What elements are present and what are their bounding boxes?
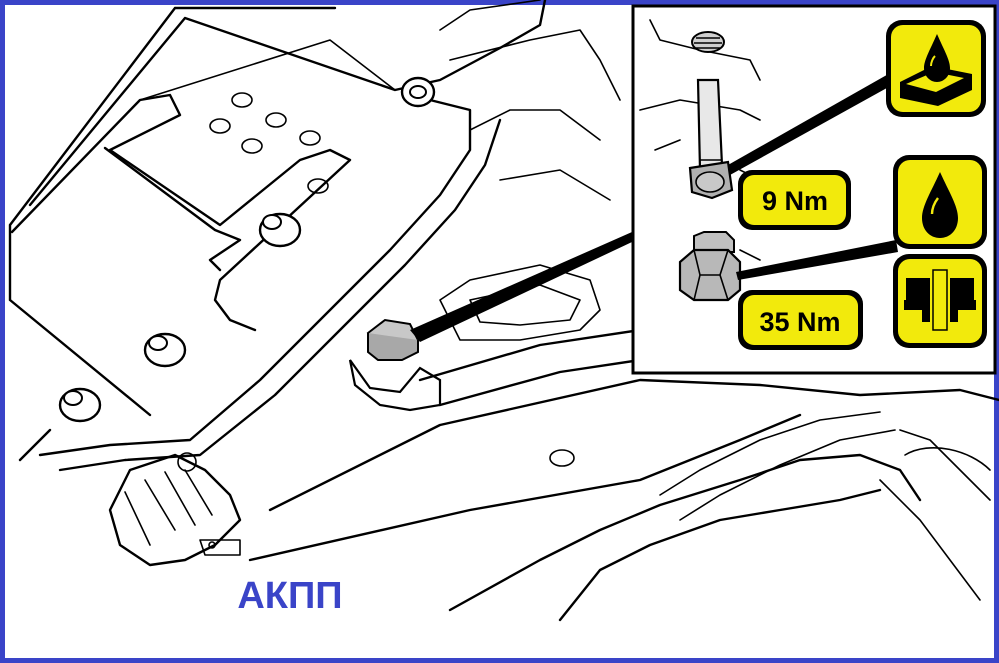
sealant-drop-on-surface-icon — [886, 20, 986, 117]
boot-clamp — [177, 452, 197, 472]
torque-label-small: 9 Nm — [738, 170, 851, 230]
flange-inner — [58, 118, 502, 472]
fill-bolt — [688, 31, 734, 200]
crush-washer-icon — [893, 254, 987, 348]
pan-body — [28, 0, 547, 207]
flange-bolt — [143, 332, 187, 368]
cv-boot-rib — [124, 469, 213, 546]
drain-plug-detail — [678, 231, 742, 302]
right-housing-curve — [904, 447, 991, 471]
axle-shaft — [418, 328, 642, 407]
pan-inner-face — [10, 93, 352, 332]
torque-value-large: 35 Nm — [759, 307, 840, 337]
pan-inner-step — [103, 146, 242, 272]
subframe-hole — [549, 449, 575, 467]
mount-bracket — [439, 264, 601, 341]
pan-outline — [8, 6, 337, 462]
right-housing — [879, 429, 991, 601]
subframe-bottom-2 — [558, 488, 882, 622]
oil-drop-icon — [893, 155, 987, 249]
flange-bolt — [58, 387, 102, 423]
pan-face-line — [139, 39, 396, 101]
drain-plug — [348, 318, 442, 412]
flange-bolt — [400, 76, 436, 108]
subframe-edge — [268, 378, 999, 512]
cv-boot — [108, 453, 242, 567]
inset-panel: 9 Nm 35 Nm — [631, 4, 997, 375]
torque-label-large: 35 Nm — [738, 290, 863, 350]
leader-fill-bolt — [728, 72, 894, 175]
exhaust-pipe — [659, 411, 896, 521]
torque-value-small: 9 Nm — [762, 186, 828, 216]
leader-drain-plug — [410, 232, 632, 342]
bracket-hole — [208, 541, 216, 549]
pan-boss-group — [209, 92, 329, 194]
bracket-tab — [199, 539, 241, 556]
subframe-lower — [248, 413, 802, 562]
engine-block-lines — [439, 0, 621, 201]
flange-bolt — [258, 212, 302, 248]
transmission-illustration — [8, 0, 999, 622]
leader-drain-detail — [736, 240, 898, 280]
subframe-bottom — [448, 453, 922, 612]
diagram-caption: АКПП — [237, 575, 342, 617]
